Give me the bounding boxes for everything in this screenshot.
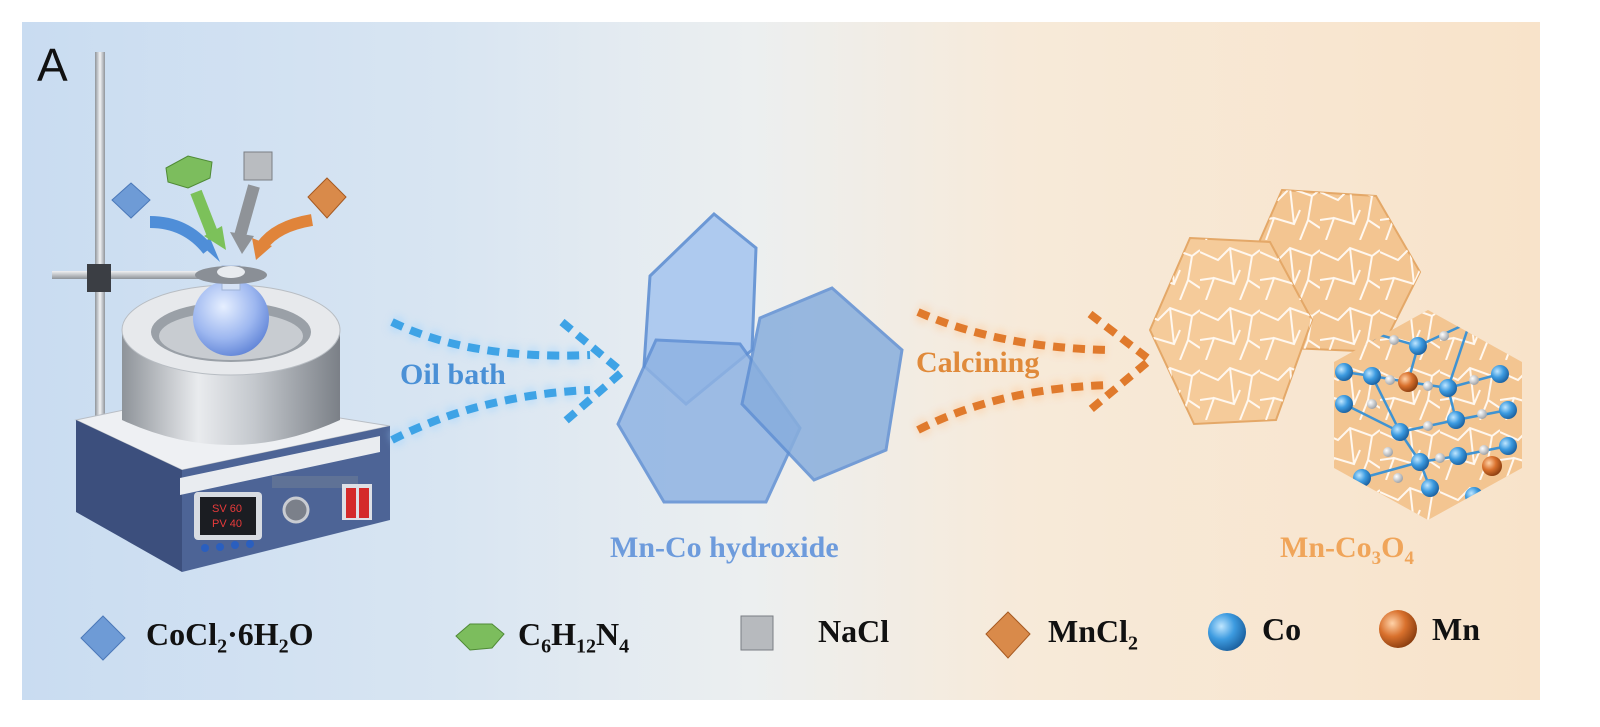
legend-gray-cube-icon	[740, 615, 774, 651]
legend-cocl2-part: O	[288, 616, 314, 652]
oil-bath-arrow	[388, 314, 629, 448]
legend-hmta-part: C	[518, 616, 542, 652]
device-nameplate	[272, 476, 358, 488]
calcining-label: Calcining	[916, 346, 1040, 379]
oxide-sub-3: 3	[1371, 548, 1382, 569]
gray-cube-icon	[243, 151, 273, 181]
legend-blue-sphere-icon	[1208, 613, 1246, 651]
oil-bath-label: Oil bath	[400, 358, 506, 391]
legend-mncl2-sub: 2	[1128, 632, 1138, 655]
mnco3o4-nanosheets	[1148, 188, 1522, 520]
oxide-label: Mn-Co3O4	[1280, 531, 1414, 570]
oxide-o: O	[1381, 531, 1405, 564]
legend-nacl-label: NaCl	[818, 613, 890, 649]
legend-green-crystal-icon	[455, 623, 505, 651]
legend-cocl2-label: CoCl2·6H2O	[146, 616, 314, 658]
hydroxide-label: Mn-Co hydroxide	[610, 531, 839, 564]
legend-orange-sphere-icon	[1379, 610, 1417, 648]
legend-hmta-label: C6H12N4	[518, 616, 629, 658]
clamp-rod	[52, 271, 264, 279]
legend-mncl2-label: MnCl2	[1048, 613, 1138, 655]
legend-cocl2-part: CoCl	[146, 616, 218, 652]
legend-icons	[80, 610, 1417, 661]
green-crystal-icon	[165, 155, 213, 189]
blue-octahedron-icon	[111, 182, 151, 219]
magnetic-stirrer-hotplate: SV 60 PV 40	[52, 52, 391, 572]
legend-cocl2-sub: 2	[217, 635, 228, 658]
panel-letter: A	[37, 39, 68, 91]
oxide-sub-4: 4	[1404, 548, 1415, 569]
legend-hmta-sub: 12	[576, 635, 596, 658]
crystal-lattice	[1334, 310, 1522, 520]
legend-blue-octahedron-icon	[80, 615, 126, 661]
control-knob	[282, 496, 310, 524]
legend-mn-label: Mn	[1432, 611, 1480, 647]
legend-hmta-part: N	[596, 616, 620, 652]
legend-co-label: Co	[1262, 611, 1302, 647]
clamp-holder	[87, 264, 111, 292]
legend-hmta-sub: 4	[619, 635, 630, 658]
legend-orange-octahedron-icon	[985, 611, 1031, 659]
calcining-arrow	[914, 304, 1157, 438]
orange-octahedron-icon	[307, 177, 347, 219]
display-line-sv: SV 60	[212, 503, 242, 515]
mnco-hydroxide-nanosheets	[616, 211, 904, 504]
round-bottom-flask	[193, 280, 269, 356]
display-line-pv: PV 40	[212, 518, 242, 530]
legend-cocl2-part: ·6H	[227, 616, 279, 652]
oxide-prefix: Mn-Co	[1280, 531, 1372, 564]
legend-hmta-part: H	[551, 616, 576, 652]
legend-hmta-sub: 6	[541, 635, 552, 658]
legend-cocl2-sub: 2	[278, 635, 289, 658]
support-rod	[95, 52, 105, 457]
legend-mncl2-part: MnCl	[1048, 613, 1128, 649]
